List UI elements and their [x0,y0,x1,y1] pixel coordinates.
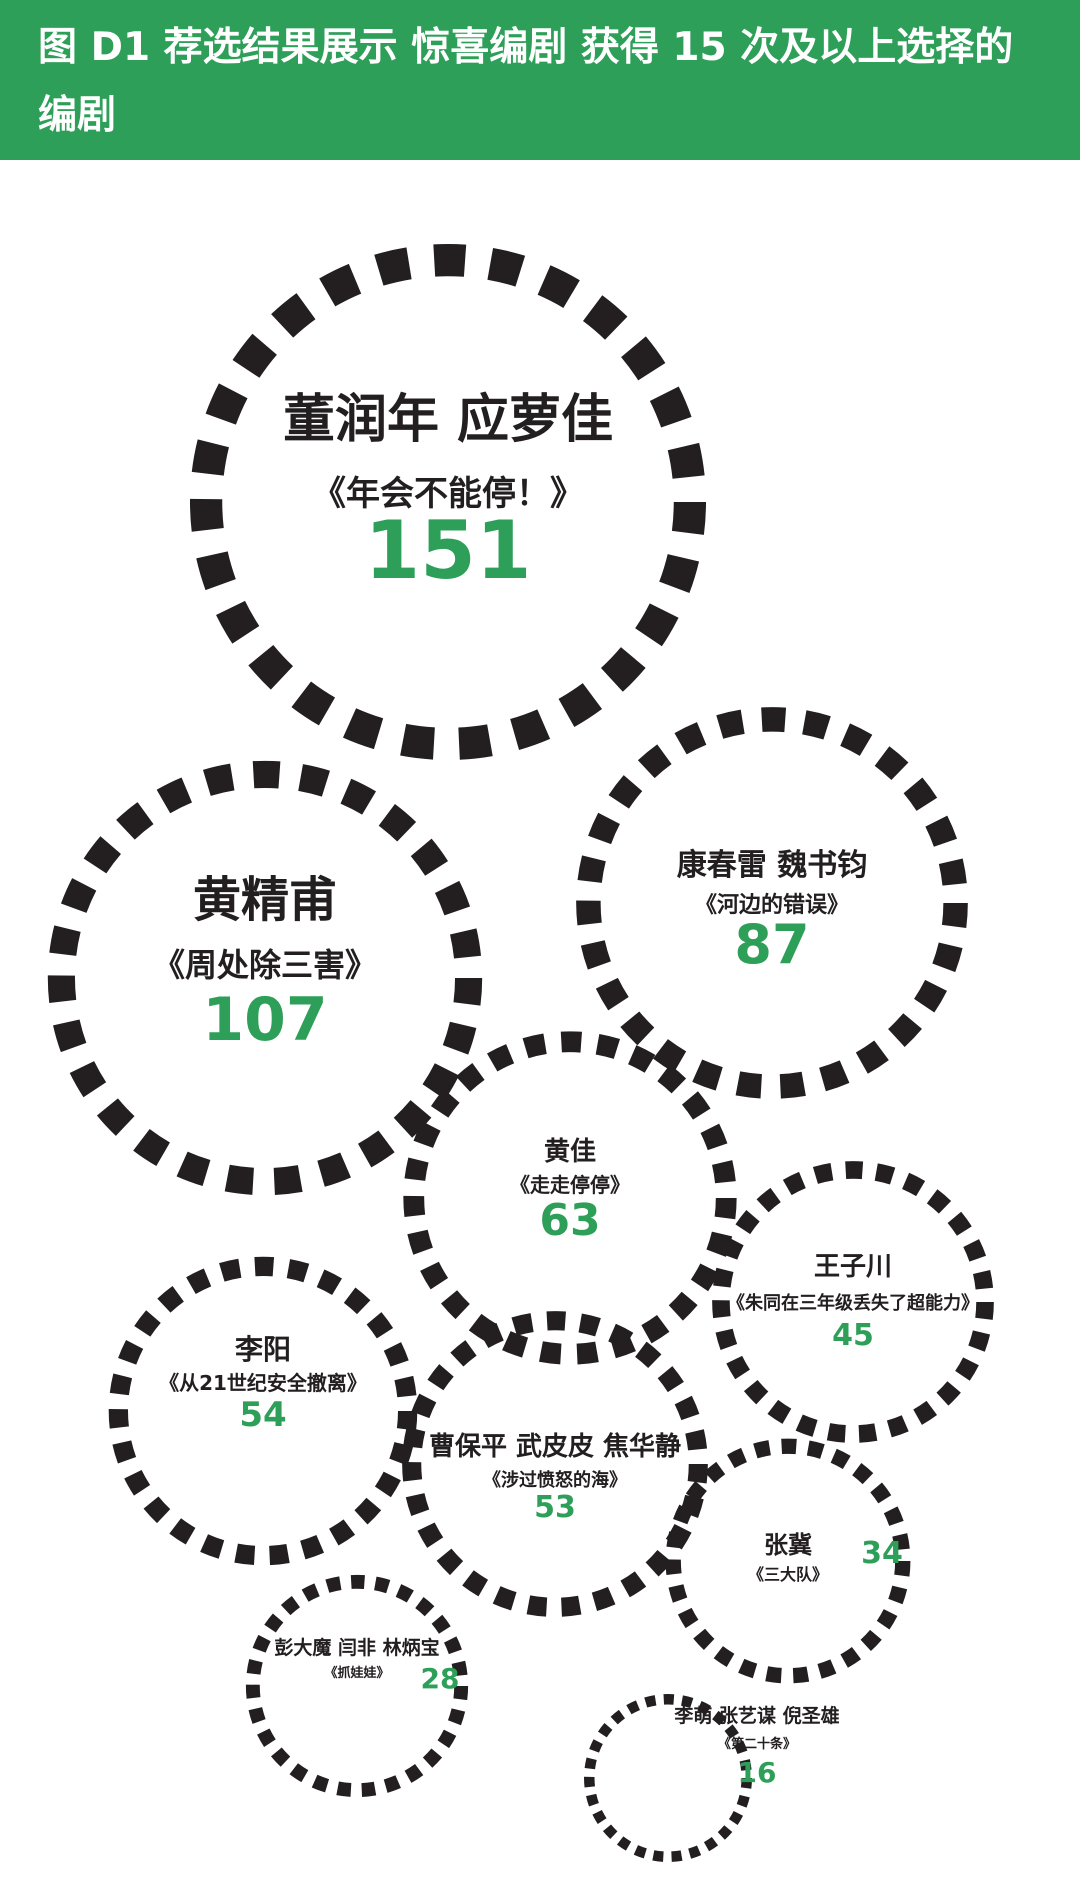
bubble-ring [712,1161,994,1443]
writer-names: 黄精甫 [193,872,337,928]
count-value: 151 [365,504,532,597]
bubble-ring [576,707,968,1099]
work-title: 《年会不能停！》 [312,474,584,514]
count-value: 107 [202,985,327,1055]
work-title: 《朱同在三年级丢失了超能力》 [727,1292,979,1314]
bubble-ring [402,1311,708,1617]
count-value: 87 [734,913,809,976]
bubble-ring [665,1438,911,1684]
bubble-ring [189,243,707,761]
bubble-ring [47,760,483,1196]
writer-names: 彭大魔 闫非 林炳宝 [274,1636,439,1659]
count-value: 16 [738,1756,777,1789]
bubble-ring [245,1574,469,1798]
chart-title: 图 D1 荐选结果展示 惊喜编剧 获得 15 次及以上选择的编剧 [38,25,1014,138]
writer-names: 李萌 张艺谋 倪圣雄 [673,1704,839,1727]
writer-names: 黄佳 [544,1137,596,1167]
count-value: 63 [539,1195,600,1246]
bubble-ring [403,1031,737,1365]
work-title: 《三大队》 [748,1565,828,1584]
work-title: 《河边的错误》 [695,892,849,918]
work-title: 《第二十条》 [718,1736,796,1752]
writer-names: 李阳 [235,1333,291,1366]
writer-names: 康春雷 魏书钧 [677,848,867,883]
count-value: 34 [861,1536,903,1571]
count-value: 53 [534,1490,576,1525]
work-title: 《涉过愤怒的海》 [483,1469,627,1491]
writer-names: 曹保平 武皮皮 焦华静 [429,1431,681,1462]
count-value: 54 [239,1395,286,1435]
title-banner: 图 D1 荐选结果展示 惊喜编剧 获得 15 次及以上选择的编剧 [0,0,1080,160]
count-value: 28 [421,1662,460,1695]
work-title: 《走走停停》 [510,1173,630,1197]
writer-names: 王子川 [814,1252,892,1282]
work-title: 《从21世纪安全撤离》 [159,1371,367,1395]
writer-names: 张冀 [764,1531,812,1559]
bubble-ring [584,1694,752,1862]
work-title: 《周处除三害》 [153,946,377,984]
bubble-ring [108,1256,418,1566]
work-title: 《抓娃娃》 [324,1665,389,1681]
count-value: 45 [832,1318,874,1353]
writer-names: 董润年 应萝佳 [283,390,613,450]
